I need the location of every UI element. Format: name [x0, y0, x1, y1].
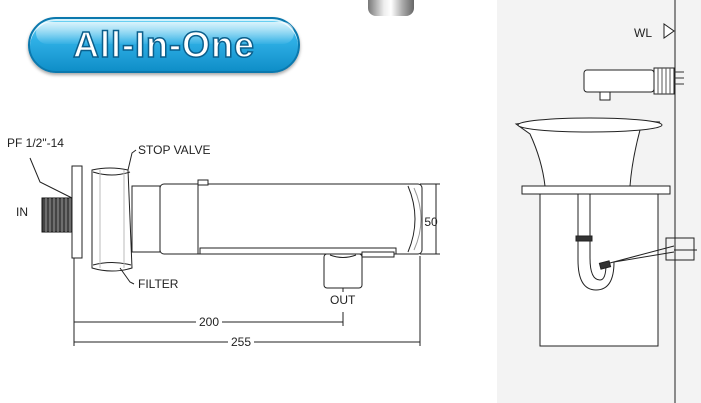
stop-valve-label: STOP VALVE [138, 143, 211, 157]
badge-title: All-In-One [72, 23, 255, 66]
dim-200-label: 200 [199, 315, 219, 329]
mounting-flange [71, 165, 83, 259]
outlet-spout [323, 253, 363, 289]
vanity-cabinet [539, 193, 659, 347]
product-badge: All-In-One [28, 17, 300, 73]
inlet-label: IN [16, 205, 28, 219]
wall-faucet [583, 69, 655, 93]
outlet-label: OUT [330, 293, 356, 307]
counter-top [521, 185, 671, 195]
main-housing [159, 183, 423, 255]
filter-label: FILTER [138, 277, 179, 291]
threaded-inlet [41, 197, 75, 233]
stop-valve-body [91, 167, 133, 272]
dim-255-label: 255 [231, 335, 251, 349]
p-trap-pipe [577, 194, 675, 291]
water-level-label: WL [634, 26, 652, 40]
badge-gloss [36, 22, 294, 44]
faucet-product-photo [368, 0, 414, 16]
water-level-marker [663, 23, 675, 39]
dim-height-label: 50 [424, 215, 438, 229]
thread-size-label: PF 1/2"-14 [7, 136, 64, 150]
